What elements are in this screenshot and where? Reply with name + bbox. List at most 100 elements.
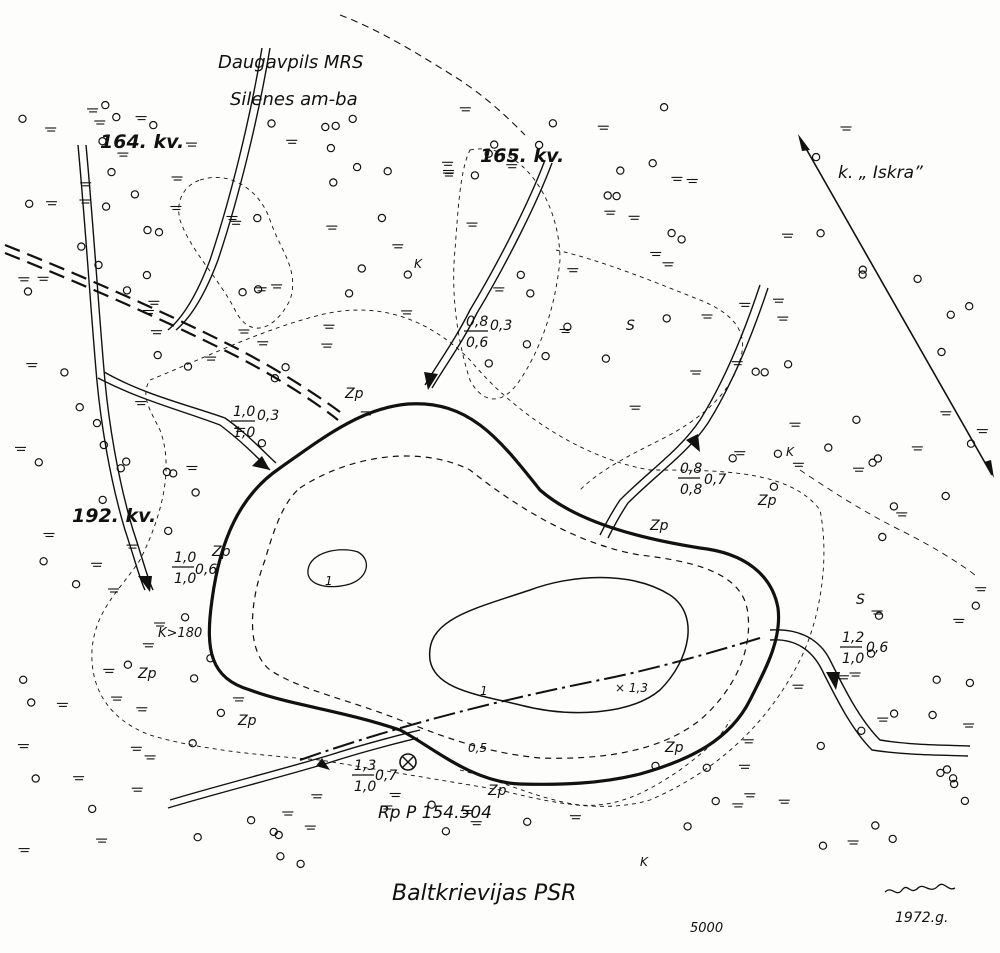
- marsh-symbol: [662, 262, 674, 267]
- marsh-symbol: [470, 821, 482, 826]
- depth-num: 0,8: [680, 461, 702, 477]
- zone-mark-k: K: [414, 257, 423, 271]
- bog-zone-north: [178, 176, 294, 329]
- label-quarter-192: 192. kv.: [72, 505, 156, 527]
- forest-symbol: [563, 322, 572, 331]
- zone-mark-zp: Zp: [211, 544, 231, 560]
- marsh-symbol: [326, 225, 338, 230]
- forest-symbol: [130, 190, 140, 199]
- zone-mark-zp: Zp: [757, 493, 777, 509]
- forest-symbol: [98, 495, 107, 505]
- marsh-symbol: [940, 411, 952, 416]
- marsh-symbol: [111, 696, 123, 701]
- forest-symbol: [659, 102, 669, 112]
- forest-symbol: [490, 140, 499, 149]
- forest-symbol: [858, 265, 868, 274]
- forest-symbol: [19, 675, 28, 685]
- marsh-symbol: [401, 310, 413, 315]
- contour-label-1: 1: [480, 684, 488, 698]
- forest-symbol: [296, 859, 305, 869]
- marsh-symbol: [493, 287, 505, 292]
- marsh-symbol: [205, 356, 217, 361]
- marsh-symbol: [877, 717, 889, 722]
- forest-symbol: [965, 302, 974, 311]
- forest-symbol: [60, 368, 69, 377]
- forest-symbol: [857, 726, 866, 736]
- depth-side: 0,3: [257, 408, 279, 424]
- label-benchmark: Rp P 154.504: [378, 803, 492, 823]
- depth-label: 1,2 1,0 0,6: [840, 630, 888, 667]
- marsh-symbol: [976, 429, 988, 434]
- zone-mark-s: S: [626, 318, 635, 334]
- forest-symbol: [107, 167, 116, 177]
- forest-symbol: [206, 654, 215, 663]
- forest-symbol: [326, 143, 336, 153]
- forest-symbol: [121, 457, 131, 466]
- forest-symbol: [331, 121, 340, 131]
- depth-den: 1,0: [233, 425, 255, 441]
- depth-label: 0,8 0,8 0,7: [678, 461, 726, 498]
- depth-den: 0,8: [680, 482, 702, 498]
- marsh-symbol: [853, 467, 865, 472]
- forest-symbol: [122, 286, 132, 295]
- forest-symbol: [470, 171, 480, 180]
- marsh-symbol: [142, 309, 154, 315]
- marsh-symbol: [80, 182, 92, 187]
- marsh-symbol: [45, 127, 57, 132]
- marsh-symbol: [597, 125, 609, 130]
- marsh-symbol: [79, 199, 91, 204]
- marsh-symbol: [94, 120, 106, 125]
- zone-mark-k: K: [640, 855, 649, 869]
- marsh-symbol: [466, 222, 478, 227]
- marsh-symbol: [135, 401, 147, 406]
- forest-symbol: [728, 454, 737, 463]
- forest-symbol: [344, 289, 354, 298]
- zone-mark-zp: Zp: [237, 713, 257, 729]
- forest-symbol: [526, 289, 535, 298]
- label-country-border: Baltkrievijas PSR: [392, 881, 576, 906]
- marsh-symbol: [255, 287, 267, 292]
- forest-symbol: [612, 191, 621, 201]
- forest-symbol: [99, 440, 109, 450]
- marsh-symbol: [671, 176, 683, 181]
- marsh-symbol: [142, 643, 154, 648]
- forest-symbol: [427, 800, 436, 809]
- forest-symbol: [143, 225, 152, 235]
- marsh-symbol: [460, 809, 472, 815]
- marsh-symbol: [311, 794, 323, 799]
- marsh-symbol: [135, 116, 147, 121]
- forest-symbol: [966, 439, 976, 448]
- marsh-symbol: [392, 244, 404, 249]
- forest-symbol: [357, 264, 366, 273]
- marsh-symbol: [151, 330, 162, 335]
- marsh-symbol: [87, 108, 99, 113]
- forest-symbol: [253, 285, 263, 294]
- marsh-symbol: [323, 324, 335, 329]
- depth-side: 0,7: [704, 472, 726, 488]
- marsh-symbol: [701, 314, 713, 319]
- zone-mark-zp: Zp: [487, 783, 507, 799]
- forest-symbol: [377, 213, 387, 223]
- forest-symbol: [928, 710, 937, 720]
- forest-symbol: [888, 834, 897, 844]
- forest-symbol: [858, 270, 867, 279]
- forest-symbol: [25, 199, 34, 208]
- marsh-symbol: [772, 298, 784, 303]
- forest-symbol: [154, 227, 164, 237]
- marsh-symbol: [271, 284, 283, 289]
- marsh-symbol: [360, 411, 372, 416]
- forest-symbol: [142, 270, 152, 280]
- forest-symbol: [816, 741, 826, 751]
- forest-symbol: [824, 443, 833, 452]
- forest-symbol: [329, 178, 338, 187]
- forest-symbol: [873, 454, 883, 463]
- marsh-symbol: [234, 427, 246, 432]
- forest-symbol: [267, 119, 276, 128]
- marsh-symbol: [953, 618, 965, 623]
- forest-symbol: [667, 228, 676, 238]
- forest-symbol: [87, 804, 97, 814]
- marsh-symbol: [103, 668, 115, 673]
- forest-symbol: [153, 350, 162, 360]
- forest-symbol: [937, 347, 946, 357]
- forest-symbol: [868, 458, 877, 467]
